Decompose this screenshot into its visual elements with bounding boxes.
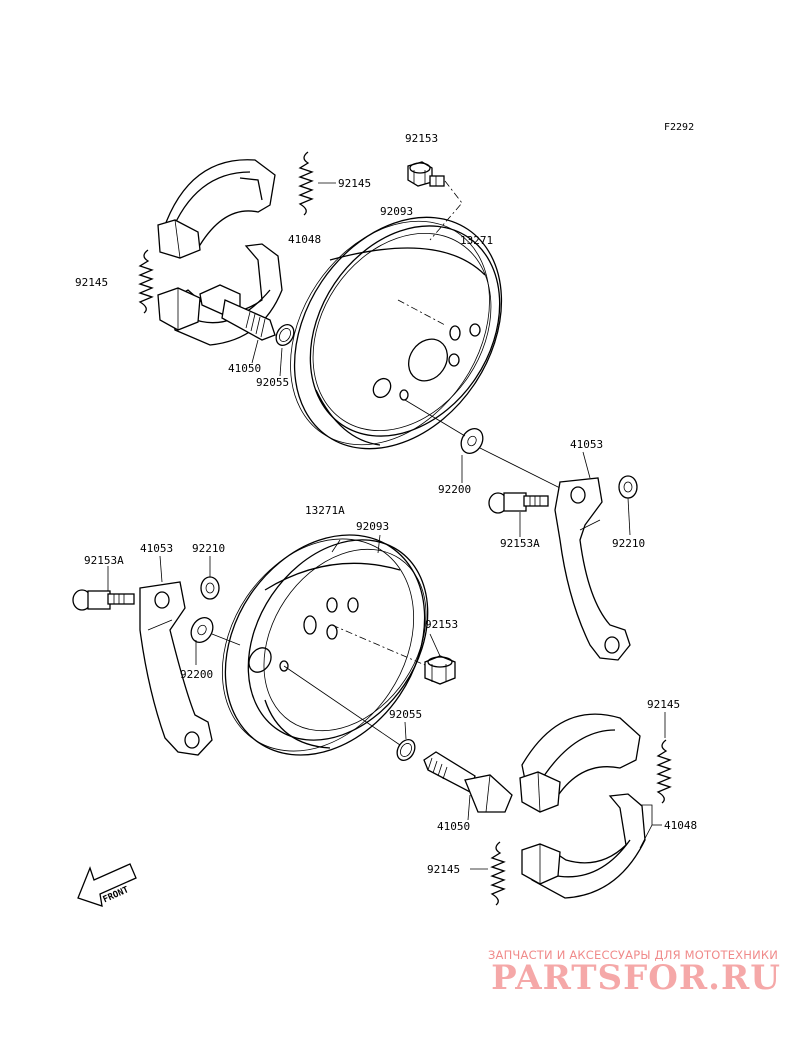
callout-c21: 92145: [647, 698, 680, 711]
callout-c7: 41050: [228, 362, 261, 375]
front-arrow: FRONT: [77, 863, 137, 907]
brake-shoe-lower-top: [519, 713, 641, 813]
callout-c10: 41053: [570, 438, 603, 451]
callout-c22: 41050: [437, 820, 470, 833]
washer-92200-upper: [460, 428, 484, 454]
callout-c11: 92153A: [500, 537, 540, 550]
bolt-92153A-upper: [488, 492, 549, 514]
brake-lever-upper: [554, 477, 631, 661]
spring-92145-upper-left: [138, 249, 154, 314]
watermark-tagline: ЗАПЧАСТИ И АКСЕССУАРЫ ДЛЯ МОТОТЕХНИКИ: [487, 948, 779, 962]
bolt-92153A-lower: [72, 589, 135, 611]
brake-shoe-lower-bottom: [521, 793, 646, 899]
callout-c14: 92093: [356, 520, 389, 533]
callout-c4: 13271: [460, 234, 493, 247]
spring-92145-upper-right: [298, 151, 314, 216]
callout-c17: 92210: [192, 542, 225, 555]
callout-c5: 41048: [288, 233, 321, 246]
callout-c13: 13271A: [305, 504, 345, 517]
callout-c18: 92200: [180, 668, 213, 681]
callout-c12: 92210: [612, 537, 645, 550]
cam-shaft-lower: [423, 751, 513, 813]
callout-c9: 92200: [438, 483, 471, 496]
washer-92210-upper: [618, 475, 638, 499]
callout-c8: 92055: [256, 376, 289, 389]
callout-c19: 92153: [425, 618, 458, 631]
callout-c2: 92145: [338, 177, 371, 190]
bolt-92153-lower: [424, 655, 456, 685]
o-ring-upper: [275, 324, 295, 346]
brake-lever-lower: [139, 581, 213, 756]
brake-drum-upper: [290, 216, 503, 450]
callout-c23: 41048: [664, 819, 697, 832]
spring-92145-lower-right: [656, 739, 672, 804]
callout-c15: 92153A: [84, 554, 124, 567]
callout-c20: 92055: [389, 708, 422, 721]
cam-shaft-upper: [199, 284, 276, 341]
watermark-logo: PARTSFOR.RU: [491, 958, 781, 998]
callout-c3: 92093: [380, 205, 413, 218]
washer-92210-lower: [200, 576, 220, 600]
spring-92145-lower-bottom: [490, 841, 506, 906]
washer-92200-lower: [190, 617, 214, 643]
o-ring-lower: [396, 739, 416, 761]
figure-code: F2292: [664, 122, 694, 133]
bolt-92153-upper: [407, 161, 445, 187]
brake-shoe-upper-top: [157, 159, 276, 259]
callout-c6: 92145: [75, 276, 108, 289]
callout-c24: 92145: [427, 863, 460, 876]
callout-c16: 41053: [140, 542, 173, 555]
callout-c1: 92153: [405, 132, 438, 145]
brake-drum-lower: [221, 534, 429, 756]
